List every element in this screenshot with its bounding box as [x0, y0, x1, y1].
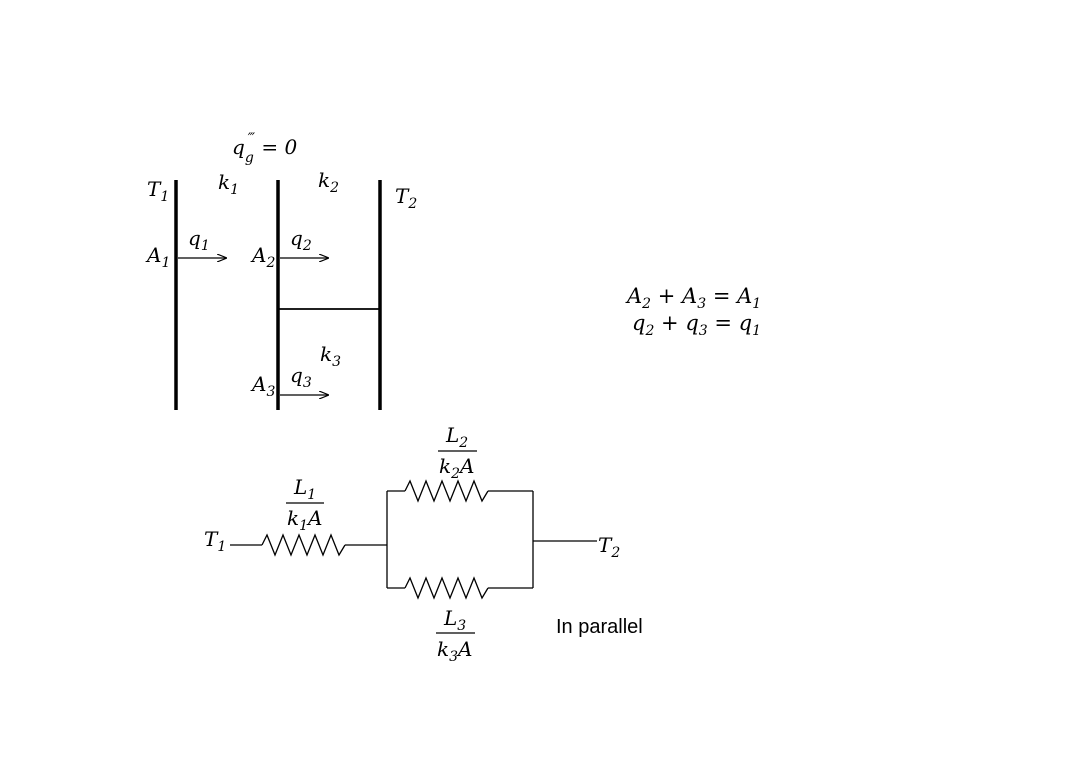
resistor-r2	[404, 479, 489, 503]
label-t1-wall: T1	[147, 177, 169, 205]
parallel-note: In parallel	[556, 616, 643, 638]
label-k1: k1	[218, 170, 239, 198]
label-q1: q1	[188, 226, 210, 254]
composite-wall: qg‴ = 0 T1 T2 k1 k2 k3 A1 A2 A3 q1 q2 q3	[145, 131, 417, 410]
resistance-r1-numerator: L1	[293, 475, 316, 503]
label-a3: A3	[250, 372, 275, 400]
label-a1: A1	[145, 243, 170, 271]
resistor-r3	[404, 576, 489, 600]
balance-equations: A2 + A3 = A1 q2 + q3 = q1	[625, 284, 761, 339]
resistance-r3-numerator: L3	[443, 606, 466, 634]
thermal-circuit: T1 T2 L1 k1A L2 k2A L3 k3A In parallel	[204, 423, 643, 665]
equation-flux: q2 + q3 = q1	[632, 311, 761, 339]
resistance-r1-denominator: k1A	[287, 506, 323, 534]
resistor-r1	[261, 533, 346, 557]
label-t2-wall: T2	[395, 184, 417, 212]
label-t1-circuit: T1	[204, 527, 226, 555]
label-k2: k2	[318, 168, 339, 196]
resistance-r3-denominator: k3A	[437, 637, 473, 665]
label-k3: k3	[320, 342, 341, 370]
equation-area: A2 + A3 = A1	[625, 284, 761, 312]
label-q2: q2	[290, 226, 312, 254]
label-t2-circuit: T2	[598, 533, 620, 561]
label-a2: A2	[250, 243, 275, 271]
generation-label: qg‴ = 0	[232, 131, 298, 166]
resistance-r2-numerator: L2	[445, 423, 468, 451]
resistance-r2-denominator: k2A	[439, 454, 475, 482]
label-q3: q3	[290, 363, 312, 391]
